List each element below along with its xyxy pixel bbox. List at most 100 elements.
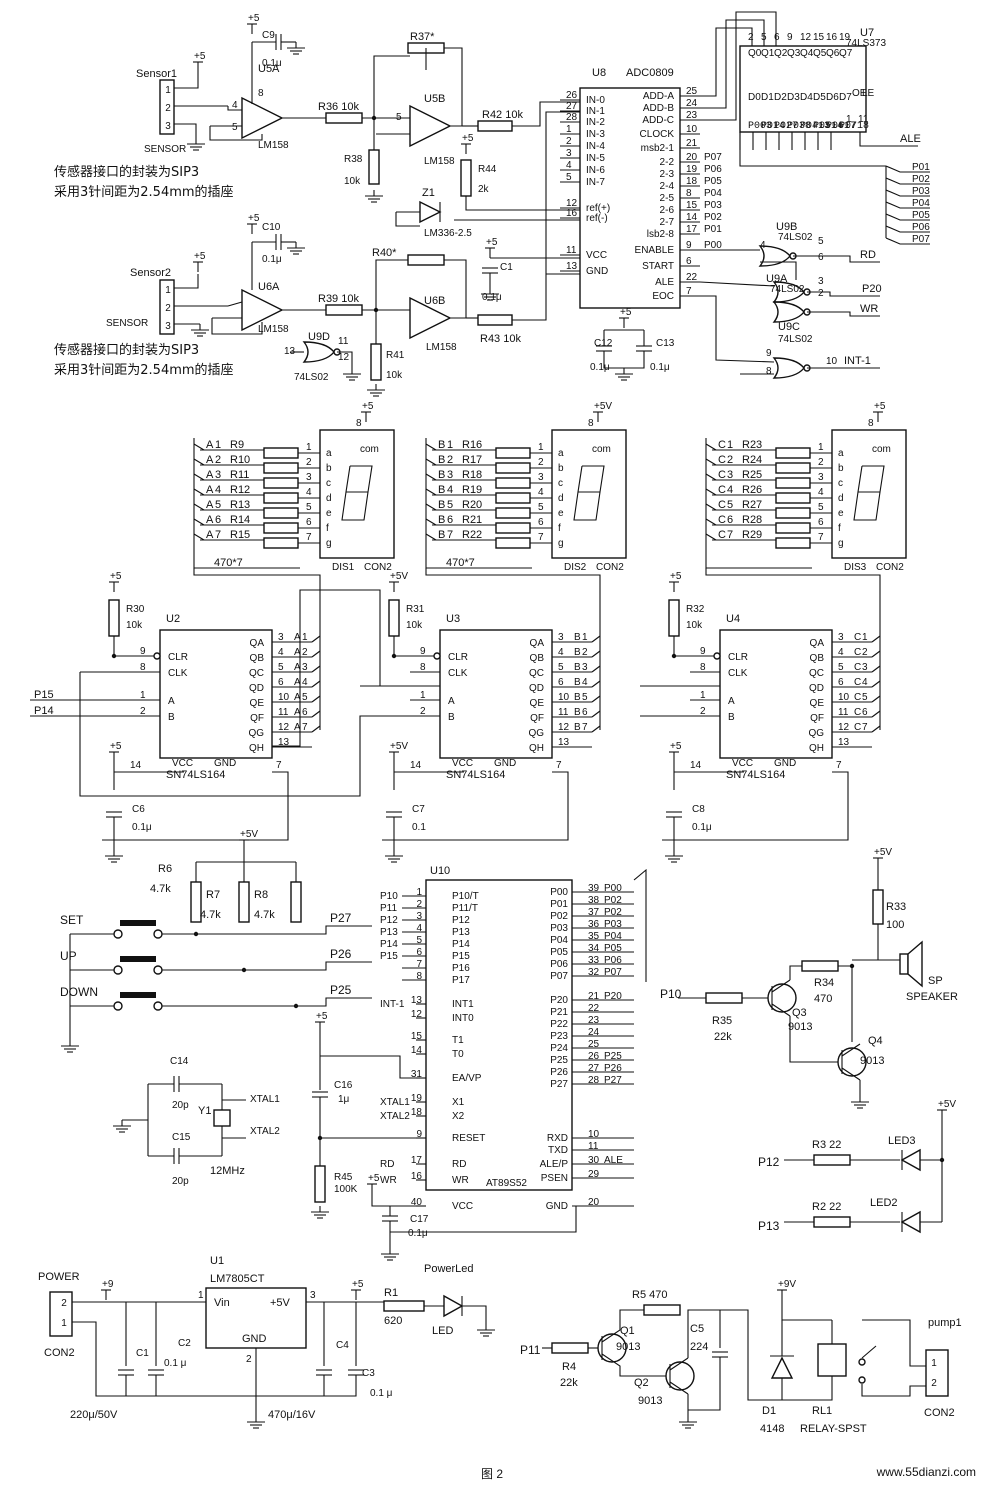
speaker-label: SPEAKER xyxy=(906,991,958,1003)
nor-gate-u9c xyxy=(772,301,805,323)
mcu-right-net: P25 xyxy=(604,1051,622,1062)
key-net-2: P25 xyxy=(330,983,352,997)
net-prefix: A xyxy=(294,677,301,688)
net-label: P06 xyxy=(704,164,722,175)
mcu-left-pin: VCC xyxy=(452,1201,473,1212)
mcu-right-net: ALE xyxy=(604,1155,623,1166)
net-prefix: A xyxy=(294,722,301,733)
pin-number: 6 xyxy=(558,677,564,688)
pin-number: 4 xyxy=(838,647,844,658)
vin-pin: Vin xyxy=(214,1297,230,1309)
mcu-left-pin: RESET xyxy=(452,1133,485,1144)
pin-number: 2 xyxy=(246,1354,252,1365)
net-index: 3 xyxy=(862,662,868,673)
r4-ref: R4 xyxy=(562,1361,576,1373)
u5a-ref: U5A xyxy=(258,63,280,75)
key-set-button xyxy=(120,920,156,926)
mcu-left-pin: P15 xyxy=(452,951,470,962)
mcu-right-net: P07 xyxy=(604,967,622,978)
pin-number: 17 xyxy=(686,224,698,235)
pin-name: QC xyxy=(249,668,264,679)
pin-number: 5 xyxy=(818,236,824,247)
bus-entry xyxy=(705,458,717,466)
supply-label: +5V xyxy=(390,741,408,752)
bus-entry xyxy=(591,680,601,688)
segment-resistor-ref: R28 xyxy=(742,514,762,526)
u9c-ref: U9C xyxy=(778,321,800,333)
pin-name: ref(-) xyxy=(586,213,608,224)
pin-number: 6 xyxy=(774,32,780,43)
segment-resistor xyxy=(495,507,531,519)
sensor1-label: Sensor1 xyxy=(136,68,177,80)
pin-name: QA xyxy=(810,638,825,649)
pin-number: 5 xyxy=(232,122,238,133)
pin-number: 21 xyxy=(588,991,600,1002)
pin-number: 2 xyxy=(818,288,824,299)
sensor1-conn-label: SENSOR xyxy=(144,144,186,155)
latch-d-net: P0413 xyxy=(800,121,830,132)
seg-net-prefix: B xyxy=(438,454,445,466)
mcu-right-net: P27 xyxy=(604,1075,622,1086)
pin-number: 4 xyxy=(416,923,422,934)
seg-net-index: 3 xyxy=(727,469,733,481)
key-net-0: P27 xyxy=(330,911,352,925)
resistor-r34 xyxy=(801,960,839,972)
pin-number: 15 xyxy=(686,200,698,211)
pin-number: 4 xyxy=(278,647,284,658)
wire xyxy=(209,126,263,141)
wire xyxy=(296,997,372,1007)
gnd-label: GND xyxy=(214,758,236,769)
mcu-right-pin: P03 xyxy=(550,923,568,934)
pin-number: 3 xyxy=(566,148,572,159)
pin-name: A xyxy=(448,696,455,707)
pin-number: 22 xyxy=(686,272,698,283)
wire xyxy=(174,274,199,289)
pin-number: 26 xyxy=(566,90,578,101)
junction-dot xyxy=(391,653,397,659)
wire xyxy=(782,1376,833,1401)
bus-entry xyxy=(193,518,205,526)
pin-number: 36 xyxy=(588,919,600,930)
bus-entry xyxy=(425,503,437,511)
net-index: 6 xyxy=(862,707,868,718)
net-prefix: C xyxy=(854,662,861,673)
pin-number: 11 xyxy=(588,1141,599,1152)
segment-letter: e xyxy=(326,508,332,519)
pin-number: 12 xyxy=(338,352,350,363)
adc-part: ADC0809 xyxy=(626,67,674,79)
mcu-left-pin: RD xyxy=(452,1159,466,1170)
net-index: 3 xyxy=(302,662,308,673)
r6-value: 4.7k xyxy=(150,883,171,895)
pin-number: 4 xyxy=(566,160,572,171)
seg-net-index: 5 xyxy=(215,499,221,511)
q3-part: 9013 xyxy=(788,1021,812,1033)
pin-name: QE xyxy=(810,698,825,709)
pullup-resistor xyxy=(108,599,120,637)
sensor2-conn-label: SENSOR xyxy=(106,318,148,329)
bus-entry xyxy=(871,710,881,718)
c5-value: 224 xyxy=(690,1341,708,1353)
inverter-bubble xyxy=(713,652,721,660)
cap-ref: C13 xyxy=(656,338,675,349)
pin-number: 14 xyxy=(411,1045,423,1056)
wire xyxy=(862,1319,926,1367)
net-index: 7 xyxy=(582,722,588,733)
pin-number: 8 xyxy=(420,662,426,673)
mcu-left-pin: EA/VP xyxy=(452,1073,482,1084)
wire xyxy=(102,771,289,841)
latch-q-pin: Q3 xyxy=(787,48,801,59)
relay-coil-rl1 xyxy=(817,1343,847,1377)
gnd-pin: GND xyxy=(242,1333,267,1345)
pullup-ref: R31 xyxy=(406,604,425,615)
sensor1-note-1: 传感器接口的封装为SIP3 xyxy=(54,164,199,180)
net-prefix: B xyxy=(574,722,581,733)
pin-number: 39 xyxy=(588,883,600,894)
pin-number: 40 xyxy=(411,1197,423,1208)
vcc-label: VCC xyxy=(172,758,193,769)
wire xyxy=(382,771,569,841)
mcu-left-pin: INT0 xyxy=(452,1013,474,1024)
net-prefix: B xyxy=(574,707,581,718)
wire xyxy=(337,351,353,368)
latch-q-pin: Q5 xyxy=(813,48,827,59)
pin-number: 9 xyxy=(140,646,146,657)
